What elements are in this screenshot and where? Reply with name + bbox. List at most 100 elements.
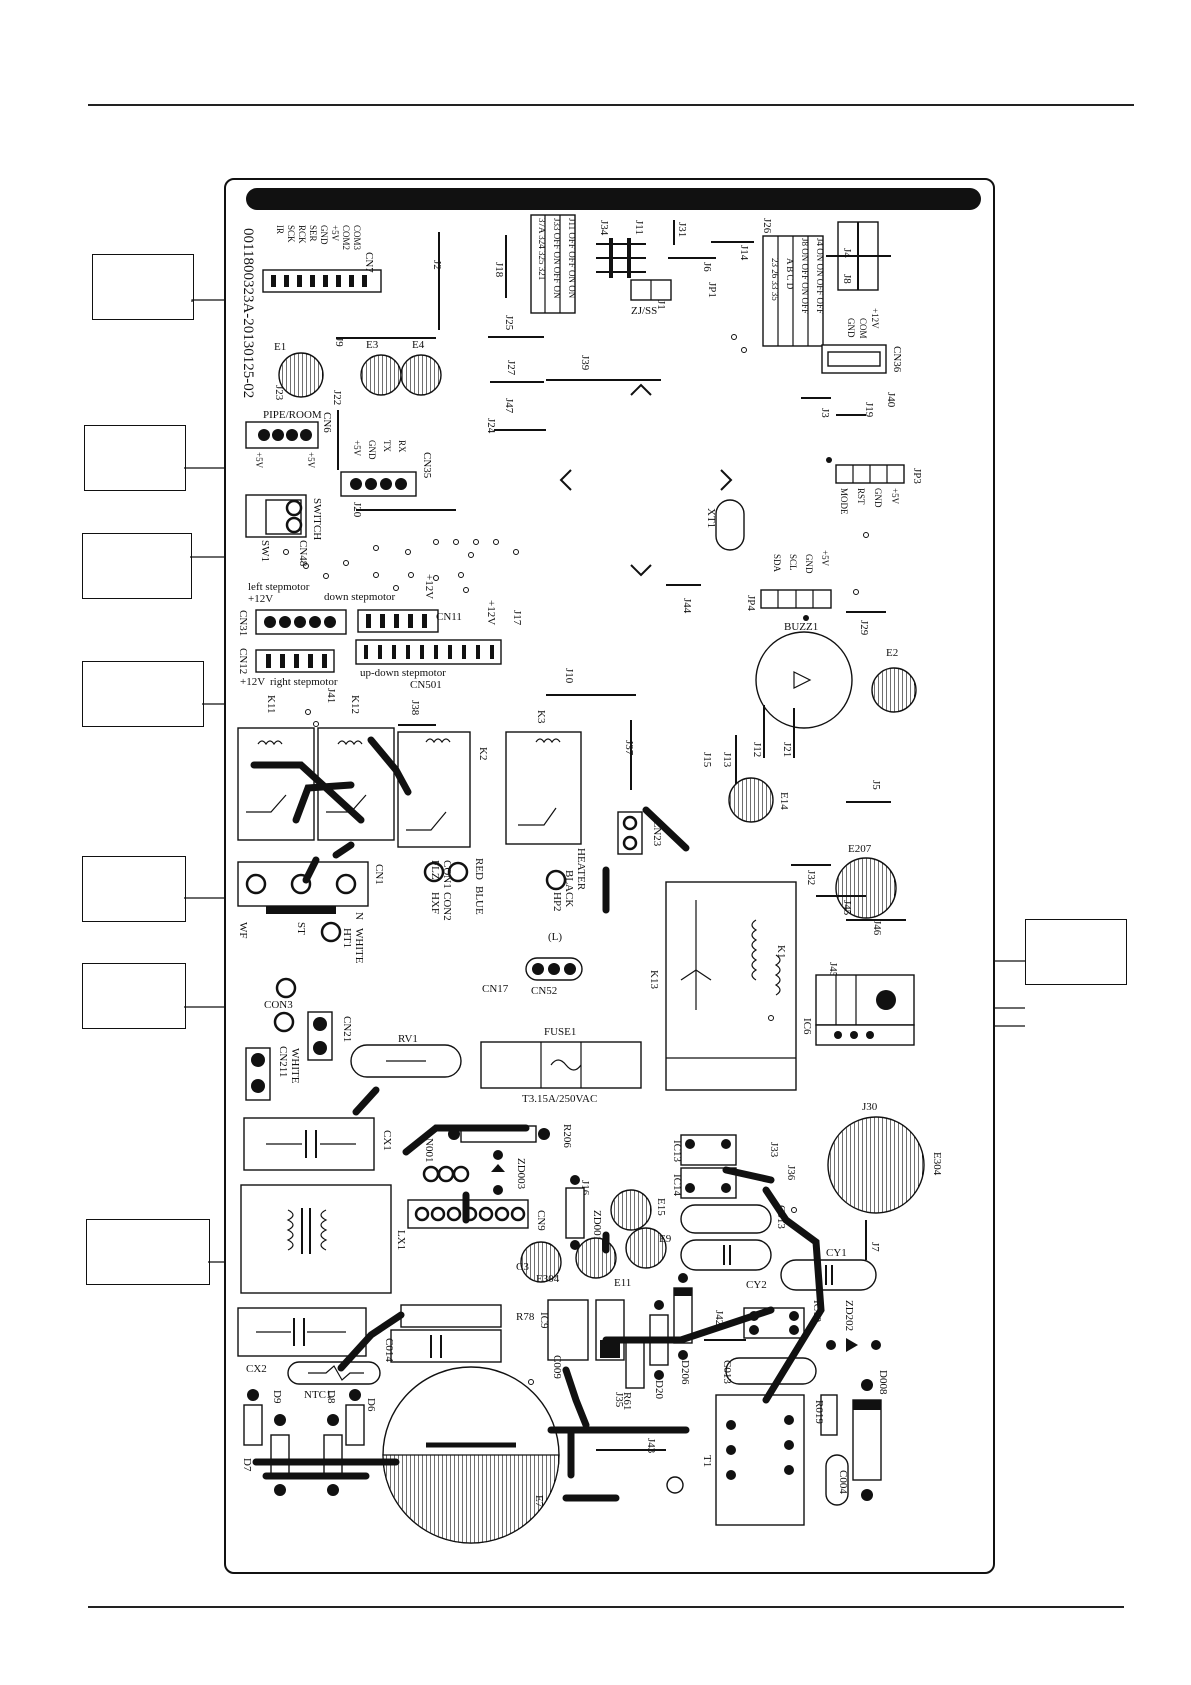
svg-text:(L): (L) [548,931,562,943]
connector-jp4: JP4 +5V GND SCL SDA [745,550,832,621]
diode-bridge: D9 D7 D8 D6 [241,1389,377,1496]
cap-e11: E14 [728,777,790,823]
j27-label: J27 [505,360,517,376]
connector-cn23: CN23 [617,811,663,855]
svg-text:ZD003: ZD003 [515,1158,527,1190]
j40-label: J41 [325,688,337,703]
svg-text:D7: D7 [241,1458,253,1472]
svg-text:COM: COM [858,318,868,339]
svg-text:SCK: SCK [286,225,296,243]
svg-text:E304: E304 [536,1273,560,1285]
svg-text:left stepmotor: left stepmotor [248,581,310,593]
jumper-j4-j8: J4 J8 [826,221,891,291]
j12-label: J12 [751,742,763,757]
svg-text:GND: GND [367,440,377,460]
svg-text:+5V: +5V [890,488,900,505]
svg-text:CY1: CY1 [826,1247,847,1259]
connector-cn11: down stepmotor CN11 +12V [324,574,462,633]
ic6-regulator: IC6 [801,974,915,1046]
jp1-label: JP1 [706,282,718,298]
svg-text:SDA: SDA [772,554,782,573]
cap-e3: E3 [360,339,402,396]
svg-text:K13: K13 [648,970,660,989]
svg-text:D8: D8 [325,1390,337,1404]
relay-k11: K11 [237,695,315,841]
connector-cn31: left stepmotor +12V CN31 [237,581,347,636]
svg-text:T1: T1 [701,1455,713,1467]
svg-text:BLACK: BLACK [563,870,575,907]
transformer-lx1: LX1 [240,1184,407,1294]
board-top-bar [246,188,981,210]
callout-box-1 [92,254,194,320]
connector-cn501: up-down stepmotor CN501 +12V [355,600,502,691]
svg-text:GND: GND [846,318,856,338]
cap-c013: C013 [721,1357,817,1385]
connector-cn48: SWITCH CN48 SW1 [245,494,323,567]
mounting-hole [666,1476,684,1494]
svg-text:SER: SER [308,225,318,242]
resistor-r019: R019 [813,1394,838,1436]
buzz1-label: BUZZ1 [784,621,818,633]
diode-d206: D206 [673,1273,693,1385]
svg-text:J34: J34 [598,220,610,236]
connector-cn6: PIPE/ROOM CN6 +5V +5V [245,409,333,469]
svg-text:+5V: +5V [352,440,362,457]
svg-text:IR: IR [275,225,285,234]
j30-label: J31 [676,222,688,237]
svg-text:FUSE1: FUSE1 [544,1026,576,1038]
resistor-r78: R78 [400,1304,535,1328]
connector-cn21: CN21 [307,1011,353,1061]
svg-text:GND: GND [319,225,329,245]
callout-box-6 [82,963,186,1029]
connector-con3: CON3 [264,999,295,1033]
callout-box-4 [82,661,204,727]
component-n001: N001 [422,1138,470,1183]
svg-text:CN17: CN17 [482,983,509,995]
svg-text:JP4: JP4 [745,595,757,611]
cap-e1: E1 [274,341,324,398]
svg-text:37A 324 325 321: 37A 324 325 321 [537,218,547,280]
svg-text:E11: E11 [614,1277,631,1289]
svg-text:CX2: CX2 [246,1363,267,1375]
svg-text:C3: C3 [516,1261,529,1273]
top-rule [88,104,1134,106]
zener-zd001: ZD001 [565,1175,603,1250]
pcb-board: 0011800323A-20130125-02 CN7 COM3 COM2 +5… [224,178,995,1574]
cap-e207: E207 [835,843,897,919]
transformer-t1: T1 [701,1394,805,1526]
j36-label: J37 [623,740,635,756]
svg-text:T3.15A/250VAC: T3.15A/250VAC [522,1093,597,1105]
svg-text:HP2: HP2 [551,892,563,912]
svg-text:R61: R61 [621,1392,633,1410]
svg-text:WHITE: WHITE [353,928,365,964]
cap-c23: C014 [383,1329,502,1363]
bottom-rule [88,1606,1124,1608]
svg-text:J8 ON OFF ON OFF: J8 ON OFF ON OFF [800,238,810,314]
svg-text:CN21: CN21 [341,1016,353,1042]
cap-e2: E2 [871,647,917,713]
zener-zd202: ZD202 [826,1300,881,1352]
svg-text:D20: D20 [653,1380,665,1399]
relay-k2: K2 [397,731,489,848]
thermistor-ntc1: NTC1 [287,1361,381,1401]
pcb-drawing: 0011800323A-20130125-02 CN7 COM3 COM2 +5… [237,188,981,1544]
jumper-table-j11-j33: J11 OFF OFF ON ON J33 OFF ON OFF ON 37A … [530,214,577,314]
svg-text:IC9: IC9 [538,1312,550,1329]
j34-label: J35 [613,1392,625,1408]
j31-label: J32 [805,870,817,885]
svg-text:C014: C014 [383,1338,395,1362]
svg-text:+12V: +12V [423,574,435,599]
svg-text:C009: C009 [551,1355,563,1379]
svg-text:CN52: CN52 [531,985,557,997]
svg-text:COM2: COM2 [341,225,351,250]
varistor-rv1: RV1 [350,1033,462,1078]
svg-text:E9: E9 [659,1233,672,1245]
svg-text:IC6: IC6 [801,1018,813,1035]
svg-text:E304: E304 [931,1152,943,1176]
vias [283,334,869,1385]
j21-label: J21 [781,742,793,757]
svg-text:E7: E7 [533,1495,545,1508]
cap-e7: E7 [382,1366,560,1544]
svg-text:COM3: COM3 [352,225,362,251]
callout-box-2 [84,425,186,491]
